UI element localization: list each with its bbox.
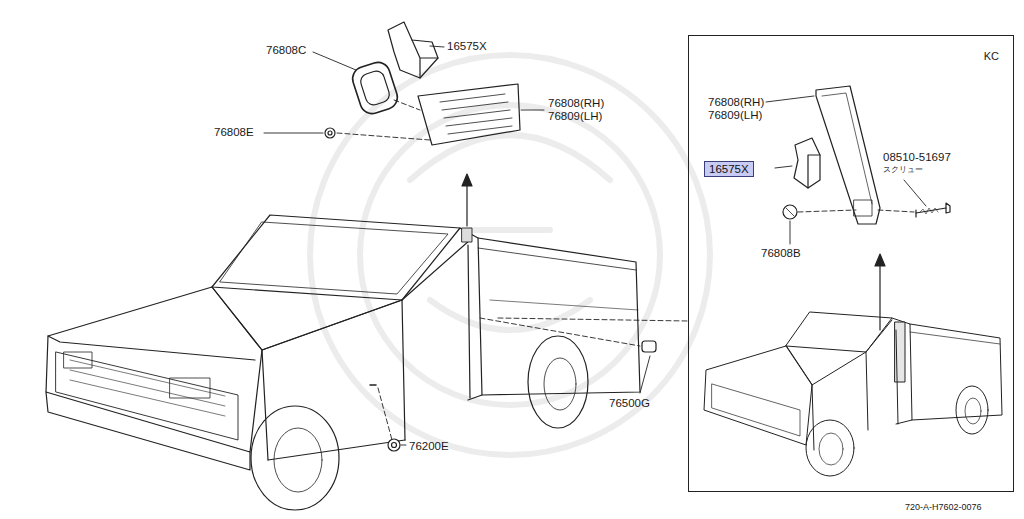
callout-number: 76808(RH)	[708, 96, 764, 109]
inset-parts	[783, 86, 950, 224]
pickup-truck	[46, 215, 640, 510]
callout-number: 76808B	[761, 247, 801, 260]
grille-parts	[325, 22, 520, 145]
callout-number: 16575X	[709, 163, 749, 175]
highlighted-part-number: 16575X	[704, 161, 754, 177]
callout-number: 16575X	[447, 40, 487, 53]
callout-number: 08510-51697	[883, 151, 951, 164]
part-name: スクリュー	[883, 165, 923, 174]
callout-number: 76200E	[409, 440, 449, 453]
callout-number: 76808(RH)	[548, 97, 604, 110]
inset-code: KC	[984, 50, 999, 62]
callout-number: 76809(LH)	[708, 109, 762, 122]
callout-number: 76808E	[214, 126, 254, 139]
callout-number: 76500G	[609, 397, 650, 410]
watermark-logo	[310, 55, 710, 455]
callout-number: 76808C	[266, 44, 306, 57]
callout-number: 76809(LH)	[548, 110, 602, 123]
small-truck	[704, 312, 1002, 476]
diagram-code: 720-A-H7602-0076	[905, 502, 982, 512]
